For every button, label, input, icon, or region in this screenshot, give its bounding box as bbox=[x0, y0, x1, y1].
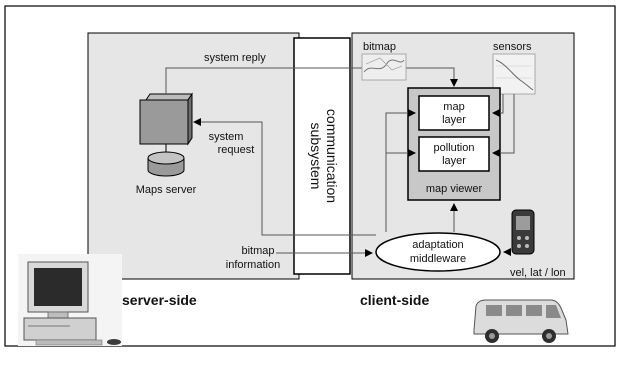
pollution-layer-box bbox=[418, 136, 490, 172]
server-side-label: server-side bbox=[122, 292, 197, 308]
server-side-panel bbox=[87, 32, 300, 280]
system-reply-arrow bbox=[165, 67, 458, 94]
sensors-label: sensors bbox=[493, 41, 532, 53]
map-layer-line2: layer bbox=[442, 114, 466, 126]
maps-server-label: Maps server bbox=[136, 184, 197, 196]
sensor-chart-icon bbox=[492, 53, 536, 95]
sensors-to-pollution-arrow bbox=[492, 94, 515, 157]
subsystem-label: subsystem bbox=[308, 123, 324, 190]
database-cylinder-icon bbox=[147, 151, 185, 177]
adaptation-line1: adaptation bbox=[412, 239, 463, 251]
adaptation-middleware-ellipse bbox=[375, 232, 501, 272]
pollution-layer-line2: layer bbox=[442, 155, 466, 167]
map-layer-box bbox=[418, 95, 490, 131]
communication-label: communication bbox=[324, 109, 340, 203]
gps-handheld-icon bbox=[511, 209, 535, 255]
desktop-computer-icon bbox=[18, 254, 122, 346]
middleware-to-map-arrow bbox=[385, 109, 416, 232]
map-layer-line1: map bbox=[443, 101, 464, 113]
vel-lat-lon-label: vel, lat / lon bbox=[510, 267, 566, 279]
pollution-layer-line1: pollution bbox=[434, 142, 475, 154]
system-request-line2: request bbox=[218, 144, 255, 156]
client-side-label: client-side bbox=[360, 292, 429, 308]
system-request-line1: system bbox=[209, 131, 244, 143]
server-box-icon bbox=[139, 92, 193, 146]
adaptation-line2: middleware bbox=[410, 253, 466, 265]
system-reply-label: system reply bbox=[204, 52, 266, 64]
bitmap-label: bitmap bbox=[363, 41, 396, 53]
van-icon bbox=[473, 299, 569, 343]
bitmap-thumbnail-icon bbox=[361, 53, 407, 81]
map-viewer-label: map viewer bbox=[426, 183, 483, 195]
bitmap-information-line2: information bbox=[226, 259, 280, 271]
bitmap-information-line1: bitmap bbox=[241, 245, 274, 257]
system-request-arrow bbox=[193, 118, 376, 236]
sensors-to-map-arrow bbox=[492, 94, 504, 117]
